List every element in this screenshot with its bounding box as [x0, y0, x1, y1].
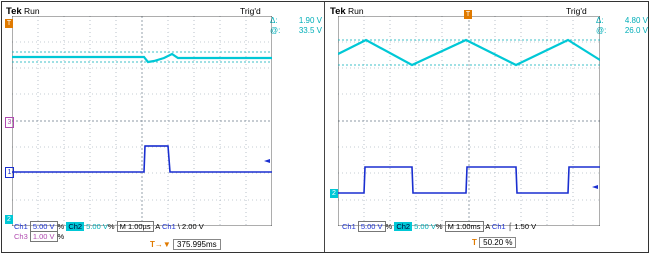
right-brand: Tek	[330, 6, 346, 17]
left-ch3-label: Ch3	[14, 232, 28, 241]
right-trigger-t-marker: T	[464, 10, 472, 19]
left-ch1-scale: 5.00 V	[29, 221, 58, 232]
right-ch1-waveform	[338, 166, 600, 194]
left-trigger-t-marker: T	[5, 19, 13, 28]
left-ch3-marker: 3	[5, 117, 14, 128]
left-trigger-position-value: 375.995ms	[173, 239, 221, 250]
left-header: Tek Run	[6, 6, 40, 17]
right-scope-panel: Tek Run Trig'd Δ:4.80 V @:26.0 V	[326, 2, 648, 252]
left-trigger-level: 2.00 V	[182, 222, 204, 231]
right-trigger-level: 1.50 V	[514, 222, 537, 231]
right-timebase: M 1.00ms	[444, 221, 484, 232]
left-graticule-axes	[12, 16, 272, 226]
left-footer-row1: Ch1 5.00 V% Ch2 5.00 V% M 1.00µs A Ch1 \…	[14, 221, 204, 232]
left-mode: Run	[24, 6, 40, 16]
right-graticule-axes	[338, 16, 600, 226]
left-ch2-waveform	[12, 52, 272, 64]
left-waveform-display	[12, 16, 272, 226]
left-ch1-label: Ch1	[14, 222, 28, 231]
right-duty-readout: T 50.20 %	[472, 237, 517, 248]
right-waveform-display	[338, 16, 600, 226]
panel-separator	[324, 2, 325, 252]
right-ch2-scale: 5.00 V	[414, 222, 436, 231]
right-mode: Run	[348, 6, 364, 16]
right-ch2-marker: 2	[330, 189, 338, 198]
left-ch2-marker: 2	[5, 215, 13, 224]
left-timebase: M 1.00µs	[116, 221, 154, 232]
left-ch1-marker: 1	[5, 167, 14, 178]
left-brand: Tek	[6, 6, 22, 17]
left-scope-panel: Tek Run Trig'd Δ:1.90 V @:33.5 V	[2, 2, 323, 252]
left-footer-row2: Ch3 1.00 V%	[14, 231, 65, 242]
right-cursor-at: @:26.0 V	[596, 26, 648, 35]
left-cursor-at: @:33.5 V	[270, 26, 322, 35]
right-ch2-waveform	[338, 38, 600, 67]
right-cursor-delta: Δ:4.80 V	[596, 16, 648, 25]
right-trigger-source: Ch1	[491, 222, 506, 231]
right-footer-row1: Ch1 5.00 V% Ch2 5.00 V% M 1.00ms A Ch1 ⌠…	[342, 221, 537, 232]
left-trigger-mode: A	[155, 222, 160, 231]
left-trigger-source: Ch1	[161, 222, 176, 231]
left-ch3-scale: 1.00 V	[29, 231, 58, 242]
left-ch1-arrow-icon	[264, 159, 270, 163]
right-ch2-label: Ch2	[394, 222, 413, 231]
right-trigger-mode: A	[485, 222, 490, 231]
right-trigger-state: Trig'd	[566, 6, 587, 16]
right-trigger-slope-icon: ⌠	[507, 222, 513, 231]
right-header: Tek Run	[330, 6, 364, 17]
left-trigger-state: Trig'd	[240, 6, 261, 16]
left-trigger-position-readout: T→▼ 375.995ms	[150, 239, 221, 250]
left-trigger-slope-icon: \	[177, 222, 180, 231]
left-trigger-position-icon: T→▼	[150, 240, 171, 249]
right-duty-icon: T	[472, 238, 477, 247]
left-ch2-scale: 5.00 V	[86, 222, 108, 231]
left-cursor-delta: Δ:1.90 V	[270, 16, 322, 25]
left-ch2-label: Ch2	[66, 222, 85, 231]
right-ch1-scale: 5.00 V	[357, 221, 386, 232]
right-ch1-label: Ch1	[342, 222, 356, 231]
right-ch1-arrow-icon	[592, 185, 598, 189]
right-duty-value: 50.20 %	[479, 237, 517, 248]
